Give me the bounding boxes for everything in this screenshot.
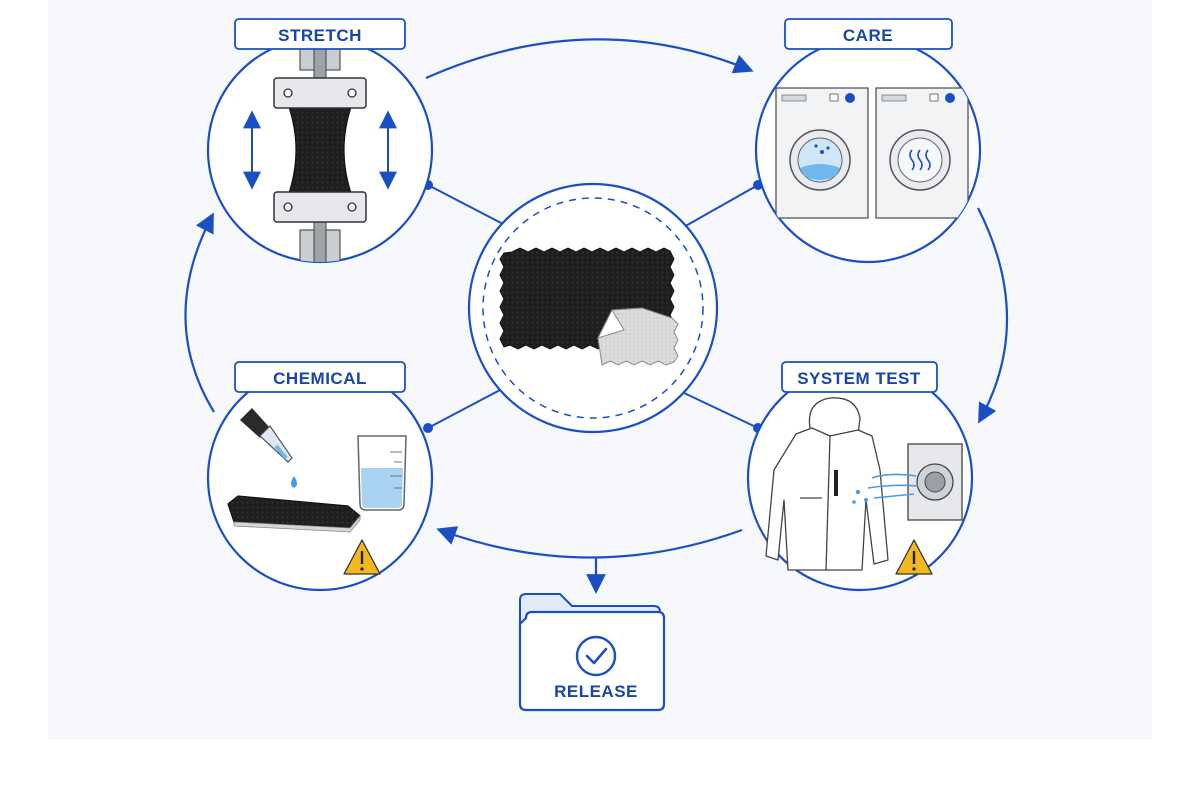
droplet-icon — [291, 476, 297, 488]
svg-text:SYSTEM TEST: SYSTEM TEST — [797, 369, 921, 388]
label-care: CARE — [784, 18, 953, 50]
release-folder: RELEASE — [518, 593, 666, 712]
stage-care — [754, 36, 982, 264]
warning-icon — [895, 539, 933, 575]
label-chemical: CHEMICAL — [234, 361, 406, 393]
svg-text:STRETCH: STRETCH — [278, 26, 362, 45]
beaker-icon — [357, 435, 407, 511]
stage-system-test — [746, 364, 974, 592]
stretched-fabric-sample — [287, 103, 353, 197]
lower-clamp — [273, 191, 367, 223]
label-stretch: STRETCH — [234, 18, 406, 50]
washing-machine-icon — [775, 87, 869, 219]
pipette-icon — [240, 408, 293, 463]
dryer-icon — [875, 87, 969, 219]
arrow-system-to-chemical — [436, 526, 743, 559]
arrow-care-to-system — [977, 207, 1009, 424]
svg-text:CHEMICAL: CHEMICAL — [273, 369, 367, 388]
checkmark-icon — [585, 647, 608, 665]
release-label: RELEASE — [554, 682, 638, 701]
label-system-test: SYSTEM TEST — [781, 361, 938, 393]
center-swatch-node — [467, 182, 719, 434]
connector-lines — [427, 184, 759, 429]
arrow-chemical-to-stretch — [184, 212, 215, 413]
svg-text:CARE: CARE — [843, 26, 893, 45]
upper-clamp — [273, 77, 367, 109]
heat-waves-icon — [909, 149, 931, 171]
stage-stretch — [206, 36, 434, 264]
warning-icon — [343, 539, 381, 575]
cycle-arrows — [184, 38, 1009, 594]
stage-chemical — [206, 364, 434, 592]
jacket-icon — [765, 397, 889, 571]
arrow-stretch-to-care — [425, 38, 754, 80]
wind-duct-icon — [852, 443, 963, 521]
check-circle-icon — [575, 635, 617, 677]
stretch-arrows-icon — [243, 110, 397, 190]
